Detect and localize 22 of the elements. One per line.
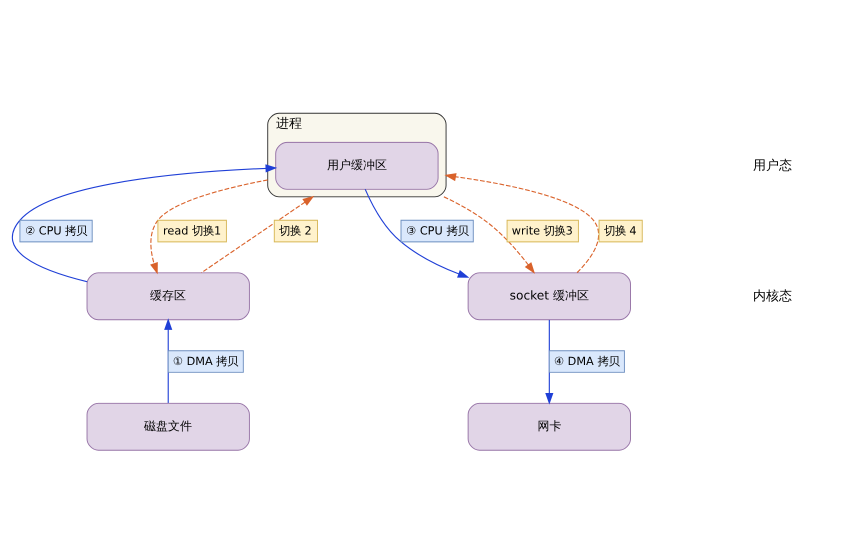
node-box: 缓存区 xyxy=(86,272,250,320)
edge-label: 切换 4 xyxy=(604,224,636,238)
edge-label: read 切换1 xyxy=(163,224,222,238)
node-box: 用户缓冲区 xyxy=(275,142,439,190)
arrow xyxy=(444,173,600,273)
arrow xyxy=(150,179,268,274)
label: 用户态 xyxy=(753,158,792,174)
arrow xyxy=(12,164,278,282)
label: 内核态 xyxy=(753,288,792,304)
edge-label: ① DMA 拷贝 xyxy=(172,354,238,368)
node-box: 网卡 xyxy=(468,402,631,451)
node-box: 磁盘文件 xyxy=(86,402,250,451)
edge-label: 切换 2 xyxy=(278,224,312,238)
arrow xyxy=(364,189,470,278)
edge-label: ② CPU 拷贝 xyxy=(25,224,88,238)
arrow xyxy=(444,196,536,274)
arrow xyxy=(164,318,172,403)
edge-label: ④ DMA 拷贝 xyxy=(554,354,620,368)
arrow xyxy=(201,196,314,274)
edge-label: write 切换3 xyxy=(512,224,573,238)
edge-label: ③ CPU 拷贝 xyxy=(406,224,468,238)
node-box: socket 缓冲区 xyxy=(468,272,631,320)
